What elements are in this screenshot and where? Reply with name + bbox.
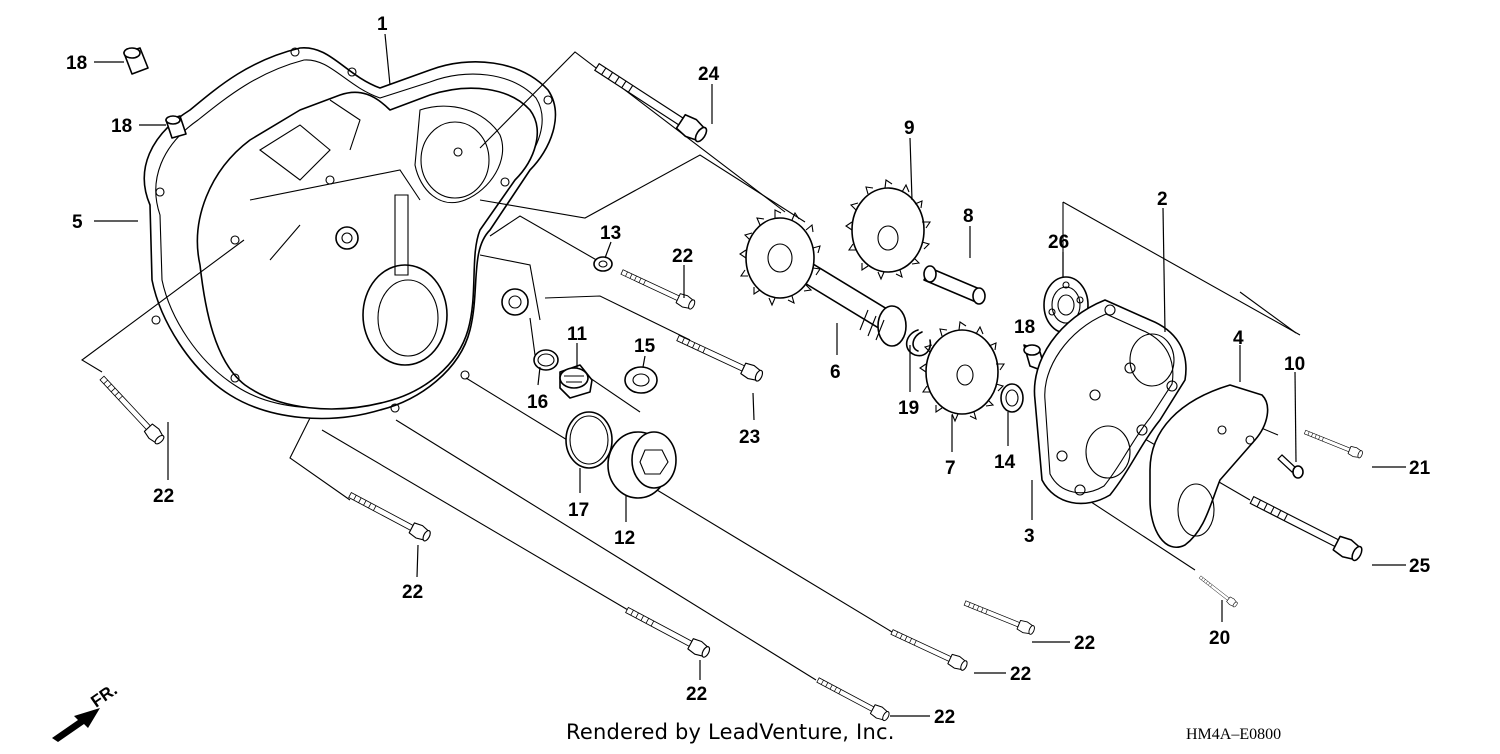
gear-7 bbox=[919, 321, 1006, 423]
callout-24: 24 bbox=[698, 64, 720, 85]
callout-7: 7 bbox=[945, 458, 956, 479]
callout-19: 19 bbox=[898, 398, 919, 419]
washer-14 bbox=[1000, 383, 1024, 413]
bolt-22-lower-d bbox=[888, 625, 970, 673]
callout-26: 26 bbox=[1048, 232, 1069, 253]
bolt-21 bbox=[1302, 427, 1365, 460]
bolt-22-lower-e bbox=[962, 597, 1037, 637]
bolt-25 bbox=[1246, 490, 1366, 565]
callout-20: 20 bbox=[1209, 628, 1230, 649]
callout-11: 11 bbox=[567, 324, 588, 345]
pin-8 bbox=[923, 265, 986, 305]
callout-22: 22 bbox=[1074, 633, 1095, 654]
bolt-22-lower-a bbox=[346, 488, 433, 544]
bolt-24 bbox=[590, 57, 711, 146]
clip-19 bbox=[905, 329, 932, 357]
callout-14: 14 bbox=[994, 452, 1016, 473]
bolt-20 bbox=[1197, 573, 1239, 609]
callout-25: 25 bbox=[1409, 556, 1431, 577]
callout-18: 18 bbox=[111, 116, 132, 137]
gear-shaft-6 bbox=[739, 209, 907, 347]
callout-22: 22 bbox=[402, 582, 423, 603]
callout-8: 8 bbox=[963, 206, 974, 227]
callout-labels: 18 18 18 1 5 24 9 8 13 22 26 2 11 15 6 4… bbox=[66, 14, 1431, 728]
callout-3: 3 bbox=[1024, 526, 1035, 547]
bolt-22-left bbox=[96, 372, 167, 447]
callout-17: 17 bbox=[568, 500, 589, 521]
gear-9 bbox=[845, 179, 932, 281]
callout-2: 2 bbox=[1157, 189, 1168, 210]
right-cover-3 bbox=[1033, 299, 1187, 505]
callout-22: 22 bbox=[934, 707, 955, 728]
dowel-pins bbox=[123, 47, 187, 139]
callout-15: 15 bbox=[634, 336, 656, 357]
plate-4 bbox=[1149, 384, 1269, 548]
callout-leaders bbox=[94, 33, 1406, 717]
callout-18: 18 bbox=[1014, 317, 1035, 338]
callout-9: 9 bbox=[904, 118, 915, 139]
callout-21: 21 bbox=[1409, 458, 1431, 479]
front-direction-arrow: FR. bbox=[52, 680, 121, 742]
callout-12: 12 bbox=[614, 528, 635, 549]
bolt-22-upper bbox=[618, 265, 698, 312]
bolt-22-lower-b bbox=[623, 603, 713, 661]
callout-5: 5 bbox=[72, 212, 83, 233]
bolt-23 bbox=[674, 330, 766, 385]
callout-23: 23 bbox=[739, 427, 760, 448]
callout-22: 22 bbox=[686, 684, 707, 705]
screw-10 bbox=[1277, 454, 1304, 479]
callout-22: 22 bbox=[1010, 664, 1031, 685]
callout-18: 18 bbox=[66, 53, 87, 74]
assembly-lines bbox=[81, 51, 1301, 681]
fr-label: FR. bbox=[87, 680, 120, 711]
callout-4: 4 bbox=[1233, 328, 1244, 349]
callout-16: 16 bbox=[527, 392, 548, 413]
callout-6: 6 bbox=[830, 362, 841, 383]
callout-10: 10 bbox=[1284, 354, 1305, 375]
callout-22: 22 bbox=[672, 246, 693, 267]
gasket-outline bbox=[143, 47, 557, 420]
small-parts bbox=[533, 256, 677, 499]
callout-22: 22 bbox=[153, 486, 174, 507]
crankcase-cover bbox=[143, 47, 557, 420]
credit-text: Rendered by LeadVenture, Inc. bbox=[566, 720, 895, 744]
cover-body bbox=[196, 87, 538, 410]
callout-13: 13 bbox=[600, 223, 621, 244]
bolt-22-lower-c bbox=[814, 674, 892, 724]
diagram-code: HM4A–E0800 bbox=[1186, 726, 1282, 743]
callout-1: 1 bbox=[377, 14, 388, 35]
